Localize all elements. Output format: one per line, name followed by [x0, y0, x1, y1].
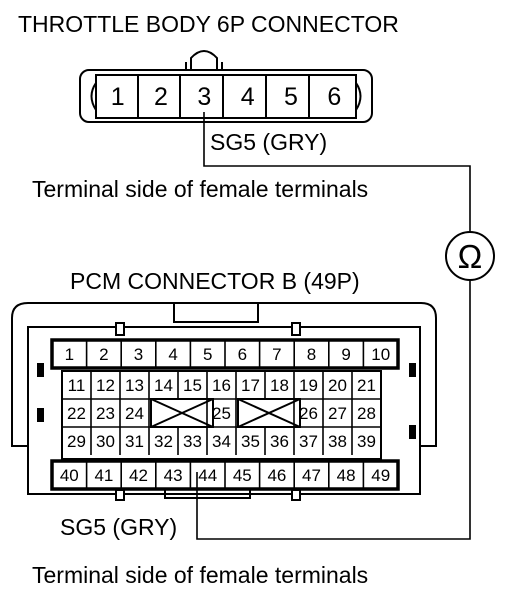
- throttle-connector-housing: [79, 69, 373, 123]
- pcm-pin-32: 32: [154, 432, 173, 451]
- throttle-pin-1: 1: [111, 83, 125, 111]
- test-lead-pcm-pin44: [196, 281, 471, 540]
- pcm-pin-18: 18: [270, 376, 289, 395]
- pcm-pin-34: 34: [212, 432, 231, 451]
- throttle-pin-3: 3: [197, 83, 211, 111]
- pcm-pin-26: 26: [299, 404, 318, 423]
- throttle-connector-title: THROTTLE BODY 6P CONNECTOR: [18, 11, 399, 37]
- pcm-pin-29: 29: [67, 432, 86, 451]
- pcm-pin-24: 24: [125, 404, 144, 423]
- pcm-top-key-right: [291, 322, 301, 336]
- pcm-pin-44: 44: [198, 466, 217, 485]
- pcm-connector: [11, 302, 437, 501]
- pcm-pin-33: 33: [183, 432, 202, 451]
- pcm-side-lock: [37, 408, 44, 422]
- throttle-pin-4: 4: [241, 83, 255, 111]
- pcm-pin-49: 49: [371, 466, 390, 485]
- throttle-wire-label: SG5 (GRY): [210, 129, 327, 155]
- throttle-caption: Terminal side of female terminals: [32, 176, 368, 202]
- pcm-pin-3: 3: [134, 345, 143, 364]
- pcm-pin-38: 38: [328, 432, 347, 451]
- pcm-pin-35: 35: [241, 432, 260, 451]
- pcm-pin-21: 21: [357, 376, 376, 395]
- pcm-pin-16: 16: [212, 376, 231, 395]
- pcm-pin-48: 48: [337, 466, 356, 485]
- throttle-pin-numbers: 1 2 3 4 5 6: [111, 83, 342, 111]
- throttle-side-bump-left: [90, 82, 97, 111]
- throttle-side-bump-right: [355, 82, 362, 111]
- pcm-pin-27: 27: [328, 404, 347, 423]
- pcm-pin-46: 46: [267, 466, 286, 485]
- test-lead-throttle-pin3: [203, 112, 471, 231]
- pcm-pin-12: 12: [96, 376, 115, 395]
- pcm-pin-42: 42: [129, 466, 148, 485]
- pcm-pin-22: 22: [67, 404, 86, 423]
- pcm-pin-28: 28: [357, 404, 376, 423]
- pcm-pin-11: 11: [68, 376, 86, 395]
- pcm-bottom-key-right: [291, 489, 301, 501]
- pcm-blank-cross: [150, 398, 214, 428]
- pcm-pin-17: 17: [241, 376, 260, 395]
- pcm-pin-43: 43: [164, 466, 183, 485]
- pcm-bottom-tab: [164, 490, 251, 499]
- pcm-top-key-left: [115, 322, 125, 336]
- pcm-middle-rows-box: [61, 370, 382, 460]
- pcm-pin-13: 13: [125, 376, 144, 395]
- pcm-pin-9: 9: [341, 345, 350, 364]
- pcm-connector-top-tab: [173, 303, 259, 323]
- pcm-pin-10: 10: [371, 345, 390, 364]
- pcm-pin-19: 19: [299, 376, 318, 395]
- pcm-connector-shell: [11, 302, 437, 495]
- pcm-side-lock: [409, 363, 416, 377]
- pcm-side-lock: [37, 363, 44, 377]
- pcm-pin-5: 5: [203, 345, 212, 364]
- pcm-pin-36: 36: [270, 432, 289, 451]
- pcm-inner-frame: [27, 326, 421, 495]
- pcm-pin-2: 2: [99, 345, 108, 364]
- pcm-side-locks: [37, 363, 416, 439]
- pcm-side-lock: [409, 425, 416, 439]
- ohmmeter-icon: Ω: [445, 231, 495, 281]
- throttle-pin-5: 5: [284, 83, 298, 111]
- pcm-pin-25: 25: [212, 404, 231, 423]
- pcm-pin-40: 40: [60, 466, 79, 485]
- pcm-connector-title: PCM CONNECTOR B (49P): [70, 268, 360, 294]
- throttle-connector-latch: [190, 50, 218, 70]
- pcm-pin-7: 7: [272, 345, 281, 364]
- test-lead-wiring: [196, 112, 471, 540]
- pcm-pin-37: 37: [299, 432, 318, 451]
- pcm-bottom-key-left: [115, 489, 125, 501]
- pcm-pin-20: 20: [328, 376, 347, 395]
- pcm-pin-1: 1: [65, 345, 74, 364]
- pcm-pin-30: 30: [96, 432, 115, 451]
- pcm-caption: Terminal side of female terminals: [32, 562, 368, 588]
- throttle-pin-6: 6: [327, 83, 341, 111]
- pcm-pin-47: 47: [302, 466, 321, 485]
- pcm-pin-15: 15: [183, 376, 202, 395]
- throttle-connector: [79, 50, 373, 123]
- ohm-symbol: Ω: [458, 238, 483, 275]
- pcm-cavity-dividers: [62, 340, 381, 489]
- pcm-pin-14: 14: [154, 376, 173, 395]
- pcm-pin-39: 39: [357, 432, 376, 451]
- ohmmeter-circle: [445, 231, 495, 281]
- pcm-pin-8: 8: [307, 345, 316, 364]
- throttle-pin-2: 2: [154, 83, 168, 111]
- pcm-pin-45: 45: [233, 466, 252, 485]
- pcm-pin-23: 23: [96, 404, 115, 423]
- pcm-pin-41: 41: [94, 466, 113, 485]
- pcm-blank-cross: [237, 398, 301, 428]
- pcm-pin-6: 6: [238, 345, 247, 364]
- pcm-pin-4: 4: [168, 345, 177, 364]
- pcm-wire-label: SG5 (GRY): [60, 514, 177, 540]
- pcm-pin-31: 31: [125, 432, 144, 451]
- throttle-pin-field: [95, 74, 357, 119]
